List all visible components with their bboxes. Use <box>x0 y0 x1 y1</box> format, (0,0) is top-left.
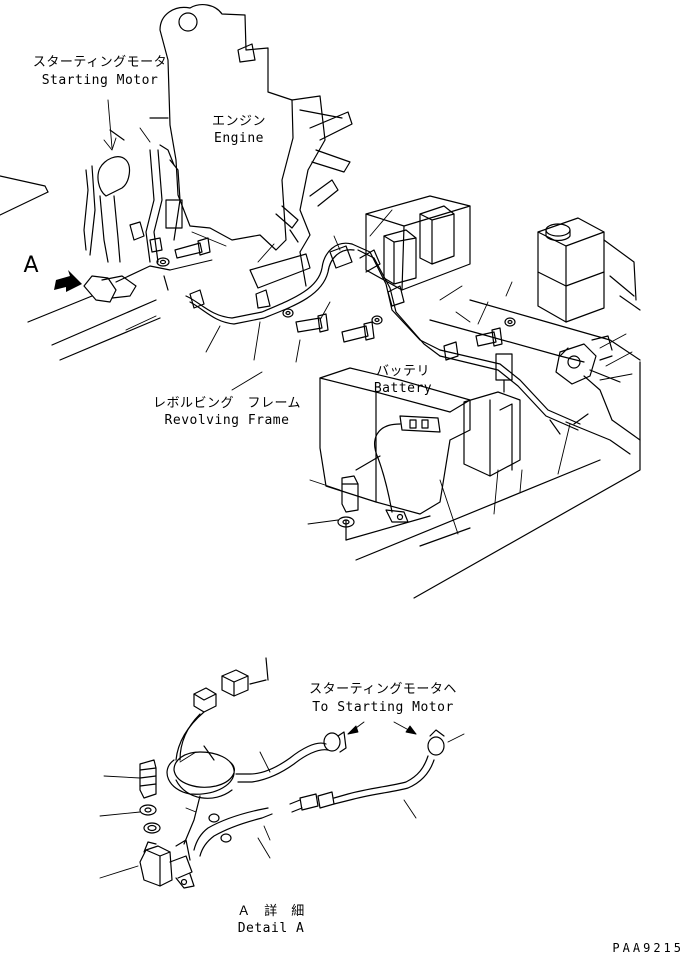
engine <box>149 4 353 253</box>
to-starting-motor-label-jp: スターティングモータヘ <box>309 682 457 697</box>
relay-box <box>359 195 471 291</box>
detail-a <box>139 657 445 889</box>
detail-a-leaders <box>99 721 465 879</box>
view-a-marker: A <box>23 253 39 278</box>
detail-a-title-jp: Ａ 詳 細 <box>237 904 305 919</box>
battery-label-jp: バッテリ <box>375 364 430 379</box>
to-starting-motor-label-en: To Starting Motor <box>312 700 454 715</box>
left-frame <box>0 175 171 361</box>
reservoir-tank <box>537 217 641 421</box>
starting-motor <box>83 129 183 263</box>
engine-label-jp: エンジン <box>211 114 266 129</box>
starting-motor-label-jp: スターティングモータ <box>32 55 168 70</box>
revolving-frame <box>345 299 641 599</box>
bolts <box>156 237 516 347</box>
leader-lines <box>103 99 633 535</box>
detail-a-title-en: Detail A <box>237 921 305 936</box>
battery <box>319 353 521 523</box>
view-a-arrow <box>54 270 82 292</box>
revolving-frame-label-en: Revolving Frame <box>164 413 290 428</box>
starting-motor-label-en: Starting Motor <box>41 73 159 88</box>
battery-bolt <box>337 475 359 528</box>
wire-harness <box>185 242 581 431</box>
revolving-frame-label-jp: レボルビング フレーム <box>152 396 302 411</box>
battery-label-en: Battery <box>373 381 433 396</box>
drawing-code: PAA9215 <box>612 941 684 955</box>
engine-label-en: Engine <box>214 131 264 146</box>
